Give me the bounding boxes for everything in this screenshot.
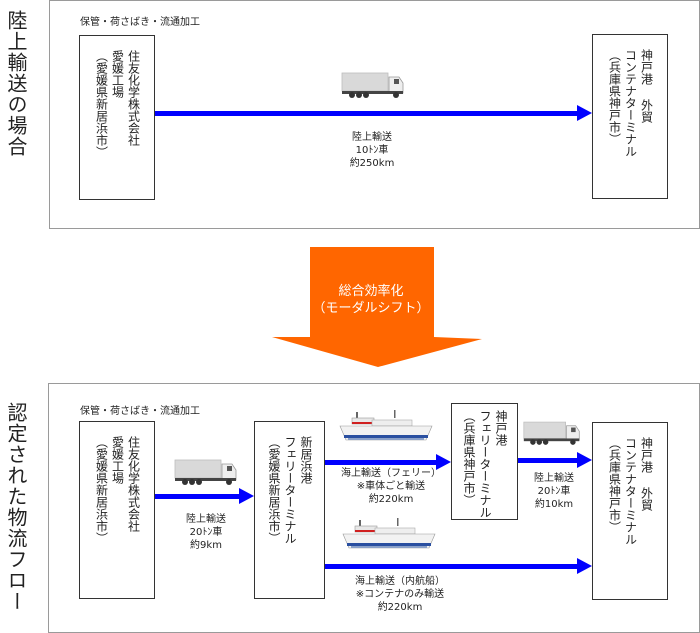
caption-distance: 約250km (349, 158, 395, 169)
route2-arrow-line (325, 460, 437, 465)
truck-icon (340, 71, 406, 99)
shift-title: 総合効率化 (338, 284, 404, 299)
caption-distance: 約220km (377, 602, 423, 613)
ship-icon (336, 518, 442, 554)
truck-icon (522, 420, 582, 446)
route1-arrow-head (239, 488, 254, 504)
niihama-location: （愛媛県新居浜市） (267, 436, 281, 544)
caption-note: ※車体ごと輸送 (356, 481, 426, 492)
route4-arrow-line (325, 564, 578, 569)
origin-location: （愛媛県新居浜市） (94, 436, 109, 544)
modal-shift-arrow (246, 247, 482, 367)
section-title-road: 陸上輸送の場合 (4, 10, 28, 157)
route4-arrow-head (577, 558, 592, 574)
caption-distance: 約10km (534, 499, 574, 510)
destination-port: 神戸港 外貿 (639, 49, 654, 123)
modal-shift-label: 総合効率化 （モーダルシフト） (306, 283, 436, 317)
destination-location: （兵庫県神戸市） (607, 49, 622, 145)
destination-port: 神戸港 外貿 (639, 437, 654, 511)
road-route-caption: 陸上輸送 10ﾄﾝ車 約250km (327, 131, 417, 170)
destination-terminal: コンテナターミナル (623, 49, 638, 157)
section-title-certified: 認定された物流フロー (4, 402, 28, 612)
caption-mode: 陸上輸送 (186, 514, 226, 525)
niihama-terminal: フェリーターミナル (283, 436, 297, 544)
road-destination-node: 神戸港 外貿 コンテナターミナル （兵庫県神戸市） (592, 34, 668, 199)
niihama-port: 新居浜港 (299, 436, 313, 484)
caption-mode: 陸上輸送 (534, 473, 574, 484)
destination-terminal: コンテナターミナル (623, 437, 638, 545)
road-panel-label: 保管・荷さばき・流通加工 (80, 17, 200, 28)
caption-distance: 約9km (190, 540, 222, 551)
caption-mode: 海上輸送（内航船） (355, 576, 445, 587)
route2-caption: 海上輸送（フェリー） ※車体ごと輸送 約220km (335, 467, 447, 506)
niihama-ferry-terminal-node: 新居浜港 フェリーターミナル （愛媛県新居浜市） (254, 421, 325, 599)
destination-location: （兵庫県神戸市） (607, 437, 622, 533)
shift-subtitle: （モーダルシフト） (312, 301, 430, 316)
ferry-icon (336, 410, 436, 446)
road-arrow-head (577, 105, 592, 121)
caption-vehicle: 20ﾄﾝ車 (537, 486, 571, 497)
kobe-ferry-terminal: フェリーターミナル (478, 410, 492, 518)
road-origin-node: 住友化学株式会社 愛媛工場 （愛媛県新居浜市） (79, 35, 155, 200)
certified-destination-node: 神戸港 外貿 コンテナターミナル （兵庫県神戸市） (592, 422, 668, 600)
certified-origin-node: 住友化学株式会社 愛媛工場 （愛媛県新居浜市） (79, 421, 155, 599)
kobe-location: （兵庫県神戸市） (462, 410, 476, 506)
route3-arrow-line (518, 458, 578, 463)
route3-caption: 陸上輸送 20ﾄﾝ車 約10km (520, 472, 588, 511)
caption-note: ※コンテナのみ輸送 (355, 589, 445, 600)
truck-icon (173, 458, 239, 486)
kobe-ferry-terminal-node: 神戸港 フェリーターミナル （兵庫県神戸市） (451, 403, 518, 520)
caption-mode: 海上輸送（フェリー） (341, 468, 441, 479)
caption-vehicle: 20ﾄﾝ車 (189, 527, 223, 538)
caption-distance: 約220km (368, 494, 414, 505)
kobe-port: 神戸港 (494, 410, 508, 446)
road-arrow-line (155, 111, 578, 116)
certified-panel-label: 保管・荷さばき・流通加工 (80, 406, 200, 417)
origin-plant: 愛媛工場 (110, 50, 125, 98)
origin-plant: 愛媛工場 (110, 436, 125, 484)
route3-arrow-head (577, 452, 592, 468)
origin-company: 住友化学株式会社 (126, 436, 141, 532)
caption-vehicle: 10ﾄﾝ車 (355, 145, 389, 156)
route1-caption: 陸上輸送 20ﾄﾝ車 約9km (162, 513, 250, 552)
route4-caption: 海上輸送（内航船） ※コンテナのみ輸送 約220km (340, 575, 460, 614)
route1-arrow-line (155, 494, 240, 499)
route2-arrow-head (436, 454, 451, 470)
origin-company: 住友化学株式会社 (126, 50, 141, 146)
origin-location: （愛媛県新居浜市） (94, 50, 109, 158)
caption-mode: 陸上輸送 (352, 132, 392, 143)
